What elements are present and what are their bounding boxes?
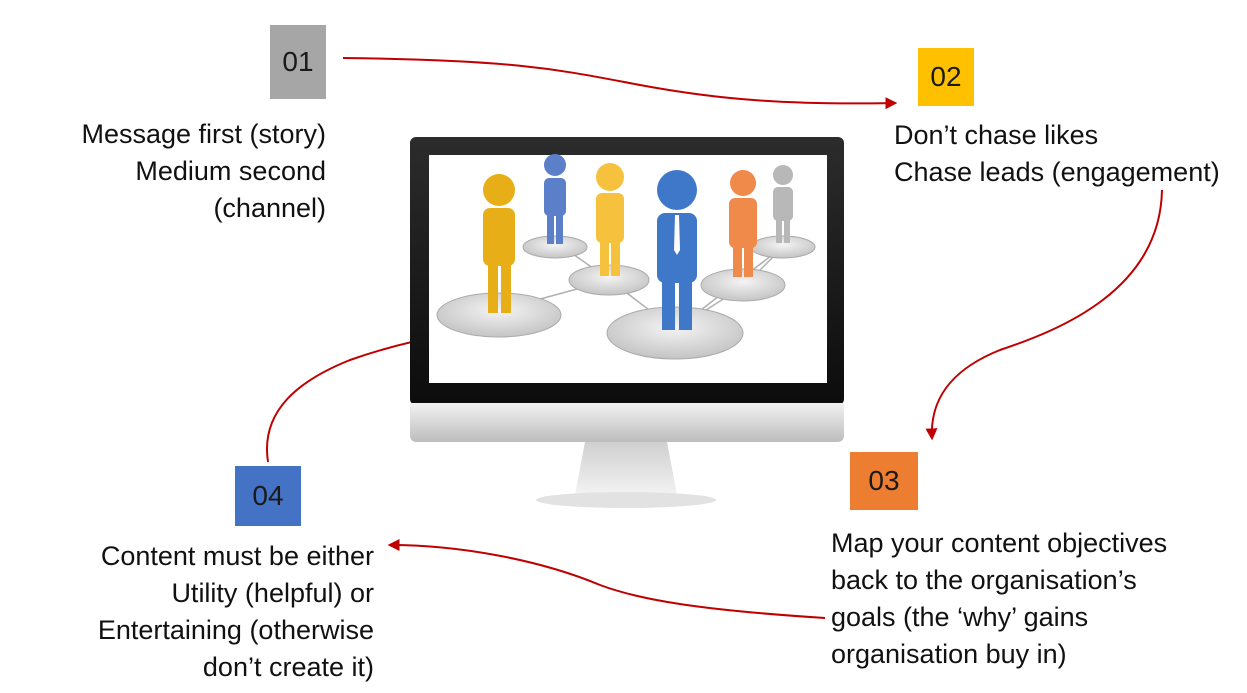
step-02-line: Chase leads (engagement) (894, 157, 1220, 187)
step-02-number: 02 (930, 61, 962, 92)
step-03-line: goals (the ‘why’ gains (831, 602, 1089, 632)
network-disks (436, 235, 816, 360)
step-02-text: Don’t chase likes Chase leads (engagemen… (894, 117, 1220, 191)
step-01-text: Message first (story) Medium second (cha… (81, 116, 326, 227)
step-03-number: 03 (868, 465, 900, 496)
step-03-text: Map your content objectives back to the … (831, 525, 1167, 673)
step-01-line: (channel) (213, 193, 326, 223)
step-03-line: Map your content objectives (831, 528, 1168, 558)
step-04-number: 04 (252, 480, 284, 511)
step-04-badge: 04 (235, 466, 301, 526)
step-01-badge: 01 (270, 25, 326, 99)
step-01-number: 01 (282, 46, 314, 77)
step-03-line: back to the organisation’s (831, 565, 1137, 595)
arrow-01-to-02 (342, 57, 898, 110)
step-01-line: Medium second (135, 156, 326, 186)
stand-shadow (536, 492, 716, 508)
step-02-badge: 02 (918, 48, 974, 106)
monitor-stand (575, 442, 677, 495)
step-04-line: Entertaining (otherwise (97, 615, 374, 645)
monitor-chin (410, 403, 844, 442)
monitor-illustration (410, 137, 844, 508)
step-04-line: don’t create it) (202, 652, 374, 682)
step-04-line: Content must be either (100, 541, 374, 571)
step-04-line: Utility (helpful) or (171, 578, 374, 608)
arrow-03-to-04 (387, 539, 826, 619)
arrow-02-to-03 (925, 189, 1163, 441)
step-01-line: Message first (story) (81, 119, 326, 149)
step-02-line: Don’t chase likes (894, 120, 1099, 150)
person-blue-large (657, 170, 697, 330)
step-04-text: Content must be either Utility (helpful)… (98, 538, 374, 686)
person-orange (729, 170, 757, 277)
step-03-line: organisation buy in) (831, 639, 1067, 669)
person-yellow-middle (596, 163, 624, 276)
person-gray (773, 165, 793, 243)
step-03-badge: 03 (850, 452, 918, 510)
person-yellow-left (483, 174, 515, 313)
person-blue-small (544, 154, 566, 244)
